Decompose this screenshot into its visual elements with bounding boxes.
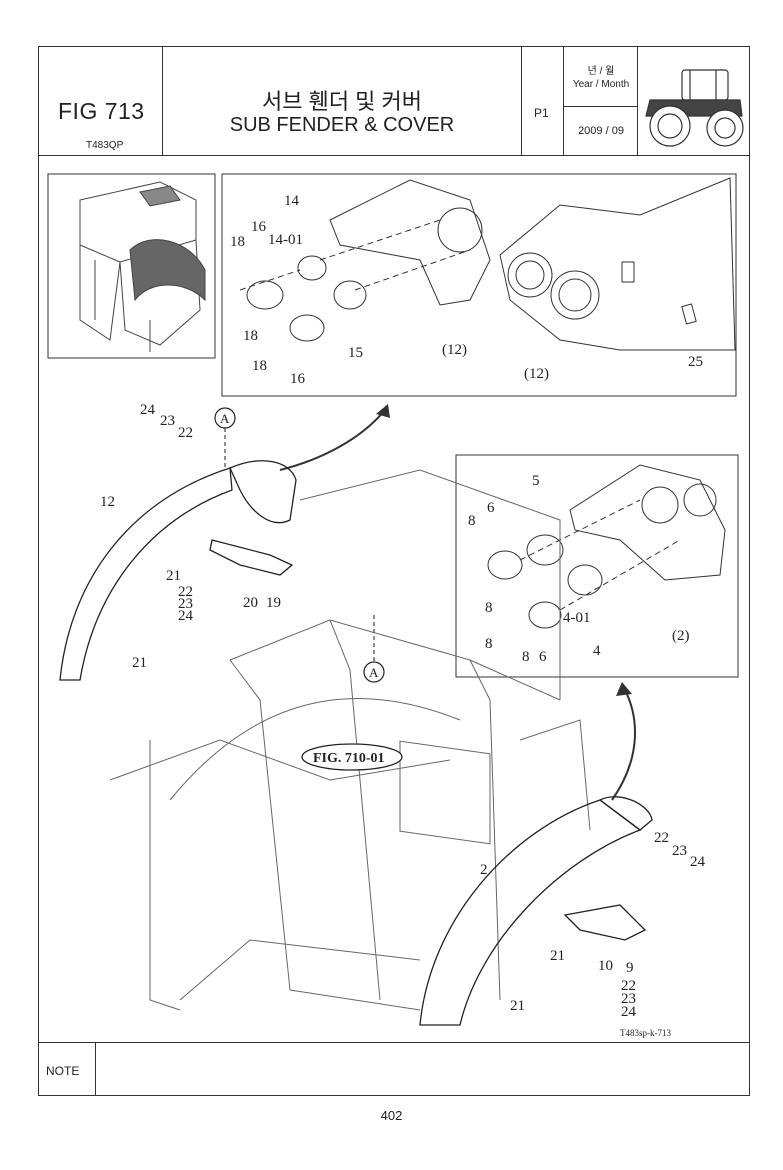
page-number: 402 (380, 1108, 403, 1123)
callout-label: 18 (252, 358, 267, 374)
date-divider (563, 106, 637, 107)
issue-date: 2009 / 09 (578, 125, 624, 137)
callout-label: 23 (160, 413, 175, 429)
callout-label: (2) (672, 628, 690, 644)
callout-label: 21 (132, 655, 147, 671)
callout-label: 14-01 (268, 232, 303, 248)
callout-label: 21 (510, 998, 525, 1014)
figure-reference: FIG. 710-01 (301, 743, 403, 771)
note-label: NOTE (46, 1064, 80, 1078)
header-separator (637, 46, 638, 156)
fig-number: FIG 713 (58, 98, 145, 124)
callout-label: 12 (100, 494, 115, 510)
callout-label: (12) (524, 366, 549, 382)
callout-label: 24 (690, 854, 706, 870)
section-marker-a: A (214, 407, 236, 470)
callout-label: 22 (654, 830, 669, 846)
callout-label: 15 (348, 345, 363, 361)
year-month-label-korean: 년 / 월 (587, 66, 615, 77)
tractor-icon (645, 69, 744, 147)
callout-label: 24 (178, 608, 194, 624)
callout-label: 14 (284, 193, 300, 209)
callout-label: 20 (243, 595, 258, 611)
callout-label: (12) (442, 342, 467, 358)
left-sub-fender (59, 460, 297, 681)
callout-label: 9 (626, 960, 634, 976)
page-title: SUB FENDER & COVER (229, 114, 455, 136)
section-marker-a: A (363, 615, 385, 683)
callout-label: 2 (480, 862, 488, 878)
drawing-code: T483sp-k-713 (620, 1028, 671, 1038)
callout-label: 10 (598, 958, 613, 974)
header-separator (162, 46, 163, 156)
exploded-inset-top (221, 173, 737, 397)
left-fender-labels: 24 23 22 12 21 22 23 24 20 19 21 (100, 402, 281, 671)
callout-label: 6 (539, 649, 547, 665)
callout-label: 8 (468, 513, 476, 529)
callout-label: 22 (178, 584, 193, 600)
page-title-korean: 서브 휀더 및 커버 (261, 89, 423, 114)
callout-label: 19 (266, 595, 281, 611)
svg-text:A: A (220, 411, 230, 426)
cover-assembly-top (239, 177, 736, 351)
callout-label: 8 (485, 600, 493, 616)
header-divider (38, 155, 750, 156)
pointer-arrow (611, 689, 636, 801)
page-code: P1 (534, 106, 549, 120)
pointer-arrow-head (616, 682, 632, 696)
callout-label: 23 (178, 596, 193, 612)
cab-thumbnail (79, 181, 206, 352)
callout-label: 24 (621, 1004, 637, 1020)
callout-label: 4 (593, 643, 601, 659)
exploded-inset-right (455, 454, 739, 678)
pointer-arrow (279, 409, 386, 471)
inset-top-labels: 14 16 14-01 18 18 15 (12) 18 16 (12) 25 (230, 193, 703, 387)
callout-label: 21 (166, 568, 181, 584)
note-separator (95, 1042, 96, 1096)
callout-label: 18 (230, 234, 245, 250)
callout-label: 25 (688, 354, 703, 370)
right-sub-fender (419, 796, 653, 1026)
callout-label: 16 (251, 219, 267, 235)
callout-label: 8 (485, 636, 493, 652)
model-code: T483QP (86, 140, 124, 151)
callout-label: 24 (140, 402, 156, 418)
callout-label: 16 (290, 371, 306, 387)
callout-label: 18 (243, 328, 258, 344)
callout-label: 6 (487, 500, 495, 516)
cover-assembly-right (487, 464, 726, 629)
callout-label: 5 (532, 473, 540, 489)
callout-label: 23 (672, 843, 687, 859)
svg-text:A: A (369, 665, 379, 680)
page-frame (38, 46, 750, 1096)
header-separator (521, 46, 522, 156)
callout-label: 4-01 (563, 610, 591, 626)
footer-divider (38, 1042, 750, 1043)
callout-label: 22 (621, 978, 636, 994)
cab-frame (109, 469, 591, 1011)
year-month-label: Year / Month (572, 79, 630, 90)
header-separator (563, 46, 564, 156)
svg-text:FIG. 710-01: FIG. 710-01 (313, 751, 385, 766)
callout-label: 23 (621, 991, 636, 1007)
right-fender-labels: 22 23 24 2 21 10 9 22 23 24 21 (480, 830, 706, 1020)
cab-thumbnail-frame (47, 173, 216, 359)
callout-label: 8 (522, 649, 530, 665)
inset-right-labels: 5 6 8 8 4-01 (2) 8 8 6 4 (468, 473, 690, 665)
callout-label: 21 (550, 948, 565, 964)
pointer-arrow-head (376, 404, 390, 418)
callout-label: 22 (178, 425, 193, 441)
